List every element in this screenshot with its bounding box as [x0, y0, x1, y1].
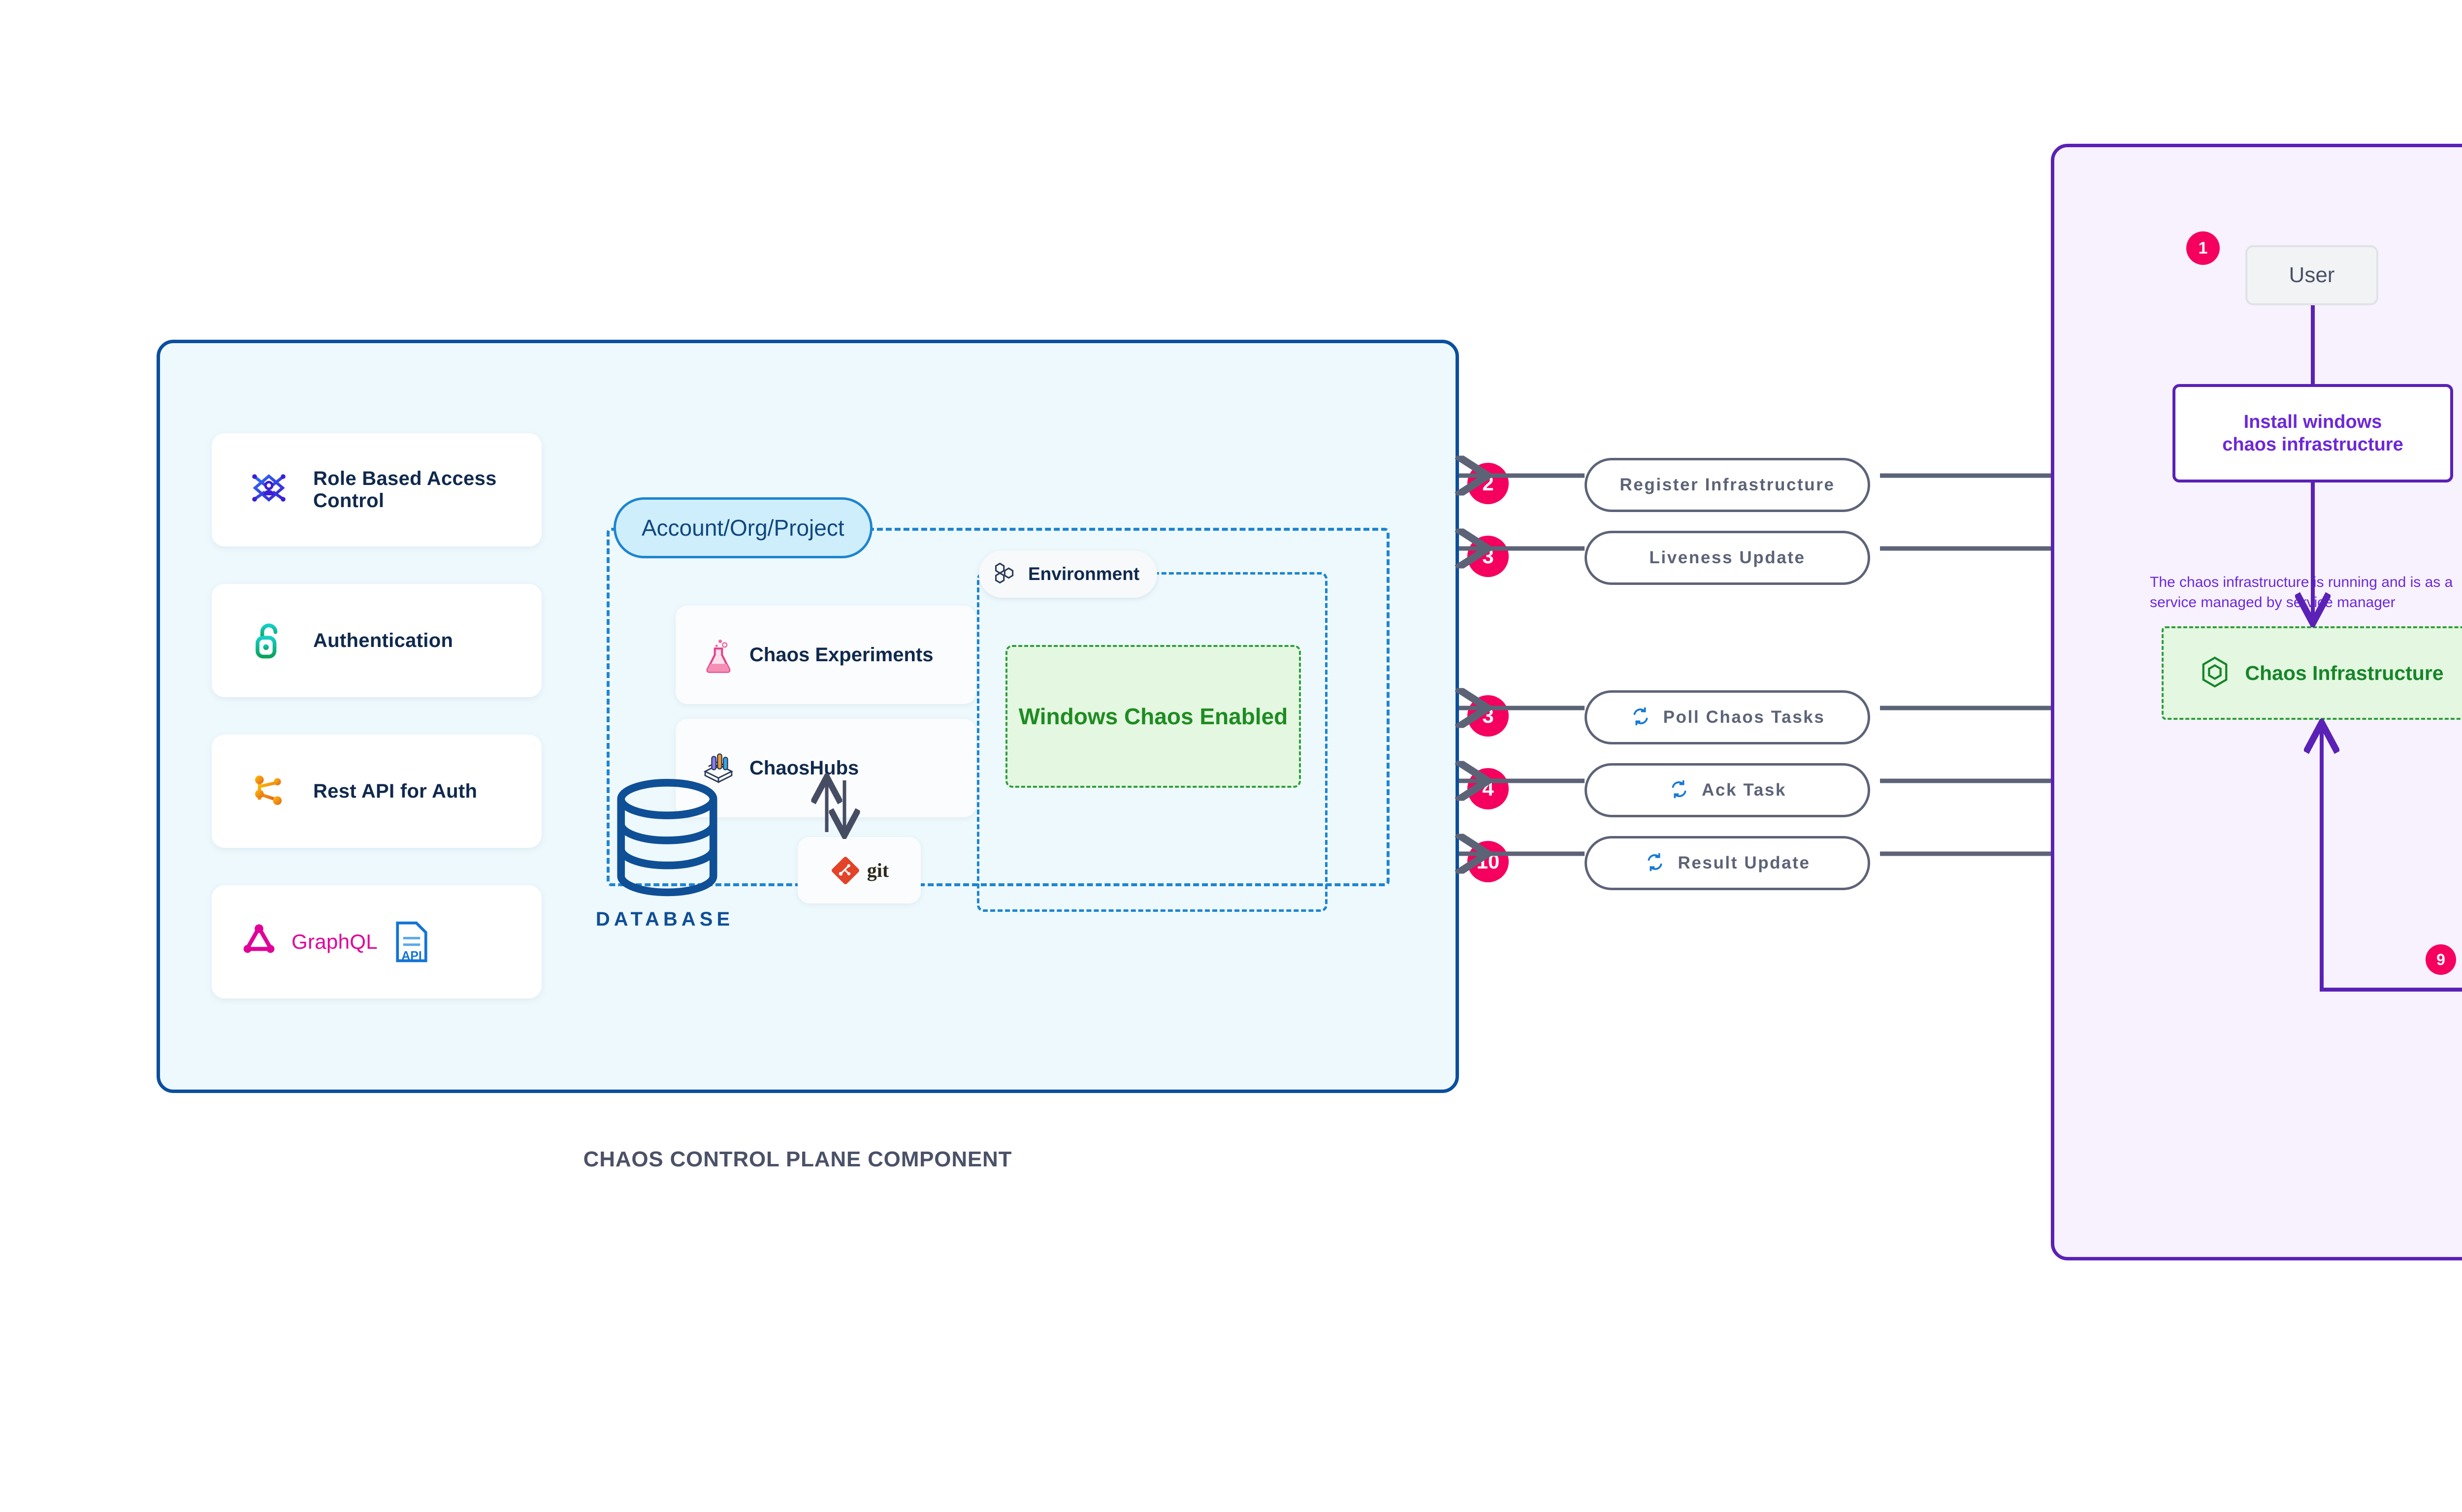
install-windows-chaos-infrastructure-node[interactable]: Install windows chaos infrastructure — [2172, 384, 2453, 483]
chaos-infrastructure-label: Chaos Infrastructure — [2245, 661, 2444, 684]
chaoshubs-label: ChaosHubs — [749, 757, 859, 779]
connector-label: Poll Chaos Tasks — [1663, 708, 1825, 727]
connector-pill-poll-chaos-tasks[interactable]: Poll Chaos Tasks — [1585, 690, 1870, 744]
chaos-experiments-card[interactable]: Chaos Experiments — [676, 606, 976, 704]
graphql-icon — [235, 914, 283, 969]
windows-chaos-enabled-status: Windows Chaos Enabled — [1005, 645, 1301, 788]
git-card[interactable]: git — [798, 837, 921, 903]
chaos-infra-note: The chaos infrastructure is running and … — [2150, 574, 2453, 611]
windows-chaos-enabled-label: Windows Chaos Enabled — [1018, 703, 1288, 729]
test-tube-rack-icon — [698, 740, 739, 796]
sync-icon — [1668, 778, 1690, 803]
feature-label: GraphQL — [292, 930, 378, 953]
install-label: Install windows chaos infrastructure — [2222, 411, 2403, 455]
flask-icon — [698, 627, 739, 682]
feature-card-authentication[interactable]: Authentication — [212, 584, 542, 697]
git-icon — [830, 843, 861, 898]
connector-label: Ack Task — [1702, 780, 1786, 800]
control-plane-title: CHAOS CONTROL PLANE COMPONENT — [583, 1147, 1012, 1171]
step-badge-1: 1 — [2186, 231, 2220, 265]
sync-icon — [1644, 851, 1666, 875]
step-badge: 3 — [1467, 695, 1509, 737]
account-org-project-label: Account/Org/Project — [642, 515, 844, 541]
git-label: git — [867, 859, 889, 881]
step-badge: 3 — [1467, 536, 1509, 577]
chaos-infrastructure-node[interactable]: Chaos Infrastructure — [2162, 626, 2462, 720]
connector-label: Result Update — [1678, 853, 1811, 872]
connector-pill-result-update[interactable]: Result Update — [1585, 836, 1870, 890]
execution-plane-title: CHAOS EXECUTION PLANE COMPONENT — [2388, 1319, 2462, 1344]
environment-label: Environment — [1028, 564, 1140, 584]
step-badge: 10 — [1467, 841, 1509, 882]
account-org-project-pill[interactable]: Account/Org/Project — [614, 497, 873, 558]
connector-pill-liveness-update[interactable]: Liveness Update — [1585, 531, 1870, 585]
api-share-nodes-icon — [241, 764, 296, 819]
harness-hexagon-icon — [2200, 656, 2230, 691]
user-node[interactable]: User — [2245, 245, 2378, 305]
user-label: User — [2289, 263, 2335, 287]
hexagon-cluster-icon — [993, 560, 1018, 588]
feature-label: Rest API for Auth — [313, 780, 478, 802]
sync-icon — [1630, 706, 1652, 730]
step-badge-9: 9 — [2426, 944, 2456, 975]
connector-label: Liveness Update — [1649, 548, 1806, 567]
connector-pill-register-infrastructure[interactable]: Register Infrastructure — [1585, 458, 1870, 512]
api-document-icon: API — [390, 914, 433, 969]
feature-label: Role Based Access Control — [313, 468, 497, 512]
rbac-diamond-user-icon — [241, 462, 296, 517]
database-cylinder-icon — [608, 778, 726, 901]
feature-label: Authentication — [313, 629, 454, 651]
connector-label: Register Infrastructure — [1620, 475, 1835, 494]
database-label: DATABASE — [595, 908, 734, 930]
step-badge: 2 — [1467, 463, 1509, 504]
step-badge: 4 — [1467, 768, 1509, 809]
svg-text:API: API — [401, 949, 422, 963]
feature-card-graphql[interactable]: GraphQL API — [212, 885, 542, 998]
account-org-project-boundary — [607, 528, 1390, 886]
chaos-experiments-label: Chaos Experiments — [749, 643, 934, 666]
open-padlock-icon — [241, 613, 296, 668]
connector-pill-ack-task[interactable]: Ack Task — [1585, 763, 1870, 817]
feature-card-rest-api[interactable]: Rest API for Auth — [212, 735, 542, 848]
environment-pill[interactable]: Environment — [979, 550, 1158, 598]
feature-card-rbac[interactable]: Role Based Access Control — [212, 433, 542, 547]
